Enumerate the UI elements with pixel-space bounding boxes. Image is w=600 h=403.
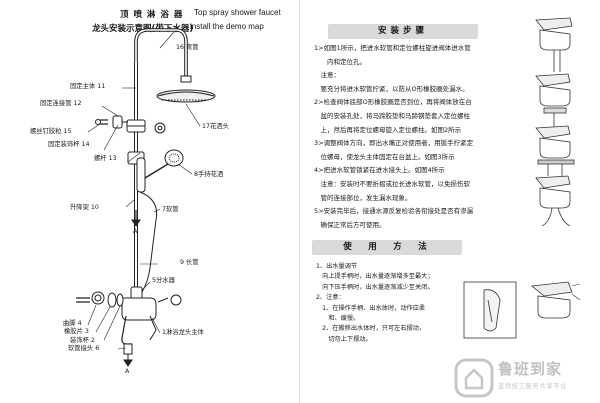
label-point-a-bottom: A	[125, 368, 130, 375]
label-decoration-cup: 装饰杯 2	[70, 337, 95, 344]
label-screw-rubber: 螺丝钉胶粒 15	[30, 128, 72, 135]
label-hose: 7软管	[162, 206, 179, 213]
label-point-a-top: A	[133, 228, 138, 235]
title-cn-line1: 顶 喷 淋 浴 器	[120, 10, 184, 20]
label-elbow: 曲脚 4	[63, 320, 82, 327]
label-long-pipe: 9 长管	[180, 259, 199, 266]
label-faucet-body: 1淋浴龙头主体	[162, 329, 204, 336]
brand-tagline: 蓝领技工服务共享平台	[498, 383, 567, 390]
faucet-usage-icon	[531, 281, 581, 319]
brand-name: 鲁班到家	[498, 360, 563, 378]
left-page-diagram: 顶 喷 淋 浴 器 龙头安装示意图(带下水器) Top spray shower…	[30, 8, 281, 375]
label-diverter: 5分水器	[152, 277, 175, 284]
label-rubber-sheet: 橡胶片 3	[64, 328, 89, 335]
label-hose-connector: 软管接头 6	[68, 345, 100, 352]
shower-diagram-illustration	[76, 28, 216, 367]
figure-2-faucet-icon	[535, 73, 571, 130]
install-thumbnails	[463, 17, 581, 339]
figure-1-faucet-icon	[535, 17, 573, 72]
install-steps-banner: 安装步骤	[328, 24, 478, 39]
label-fixed-decoration-cup: 固定装饰杯 14	[48, 141, 90, 148]
handle-diagram-icon	[463, 281, 517, 339]
usage-banner: 使 用 方 法	[312, 240, 462, 255]
brand-logo-icon	[454, 358, 494, 398]
title-en-line2: install the demo map	[190, 22, 264, 31]
usage-text: 1、出水量调节 向上提手柄时，出水量逐渐增多至最大； 向下压手柄时，出水量逐渐减…	[316, 263, 434, 343]
install-steps-text: 1>如图1所示，把进水软管和定位螺柱旋进阀体进水管 内和定位孔。 注意： 要充分…	[314, 44, 474, 229]
label-lifting-rack: 升降架 10	[70, 204, 99, 211]
label-bend-pipe: 16 弯管	[176, 44, 199, 51]
label-screw-rod: 螺杆 13	[94, 155, 117, 162]
label-shower-head: 17花洒头	[202, 123, 229, 130]
figure-4-faucet-icon	[535, 175, 571, 227]
label-fixed-connecting-pipe: 固定连接管 12	[40, 100, 82, 107]
label-hand-shower: 8手持花洒	[194, 171, 224, 178]
title-en-line1: Top spray shower faucet	[194, 8, 281, 17]
label-fixed-body: 固定主体 11	[70, 83, 106, 90]
figure-3-faucet-icon	[535, 125, 575, 176]
brand-watermark: 鲁班到家 蓝领技工服务共享平台	[452, 356, 600, 403]
right-page-instructions: 安装步骤 1>如图1所示，把进水软管和定位螺柱旋进阀体进水管 内和定位孔。 注意…	[300, 0, 600, 403]
